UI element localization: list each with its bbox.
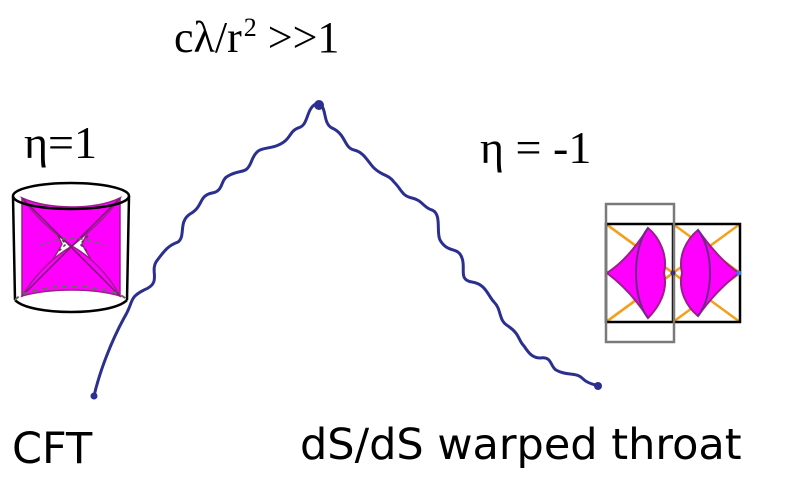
param-r: /r — [214, 13, 242, 62]
curve-peak-dot — [314, 100, 324, 110]
curve-start-dot — [90, 392, 98, 400]
param-lambda: λ — [193, 13, 215, 62]
param-relation: >>1 — [256, 13, 340, 62]
cylinder-left-wall — [11, 195, 17, 301]
flow-curve — [92, 102, 600, 398]
param-c: c — [174, 13, 194, 62]
cylinder-right-wall — [125, 195, 131, 301]
penrose-diagram-icon — [604, 202, 742, 344]
curve-end-dot — [594, 382, 602, 390]
warped-throat-label: dS/dS warped throat — [300, 420, 742, 470]
cylinder-top — [11, 181, 131, 211]
param-exponent: 2 — [243, 13, 257, 42]
eta-negative-label: η = -1 — [480, 122, 592, 173]
cylinder-icon — [11, 181, 131, 314]
cylinder-mid-back — [39, 237, 105, 247]
eta-positive-label: η=1 — [24, 117, 97, 168]
parameter-label: cλ/r2 >>1 — [174, 13, 340, 62]
cft-label: CFT — [12, 424, 93, 474]
cylinder-bottom-front — [14, 299, 128, 314]
